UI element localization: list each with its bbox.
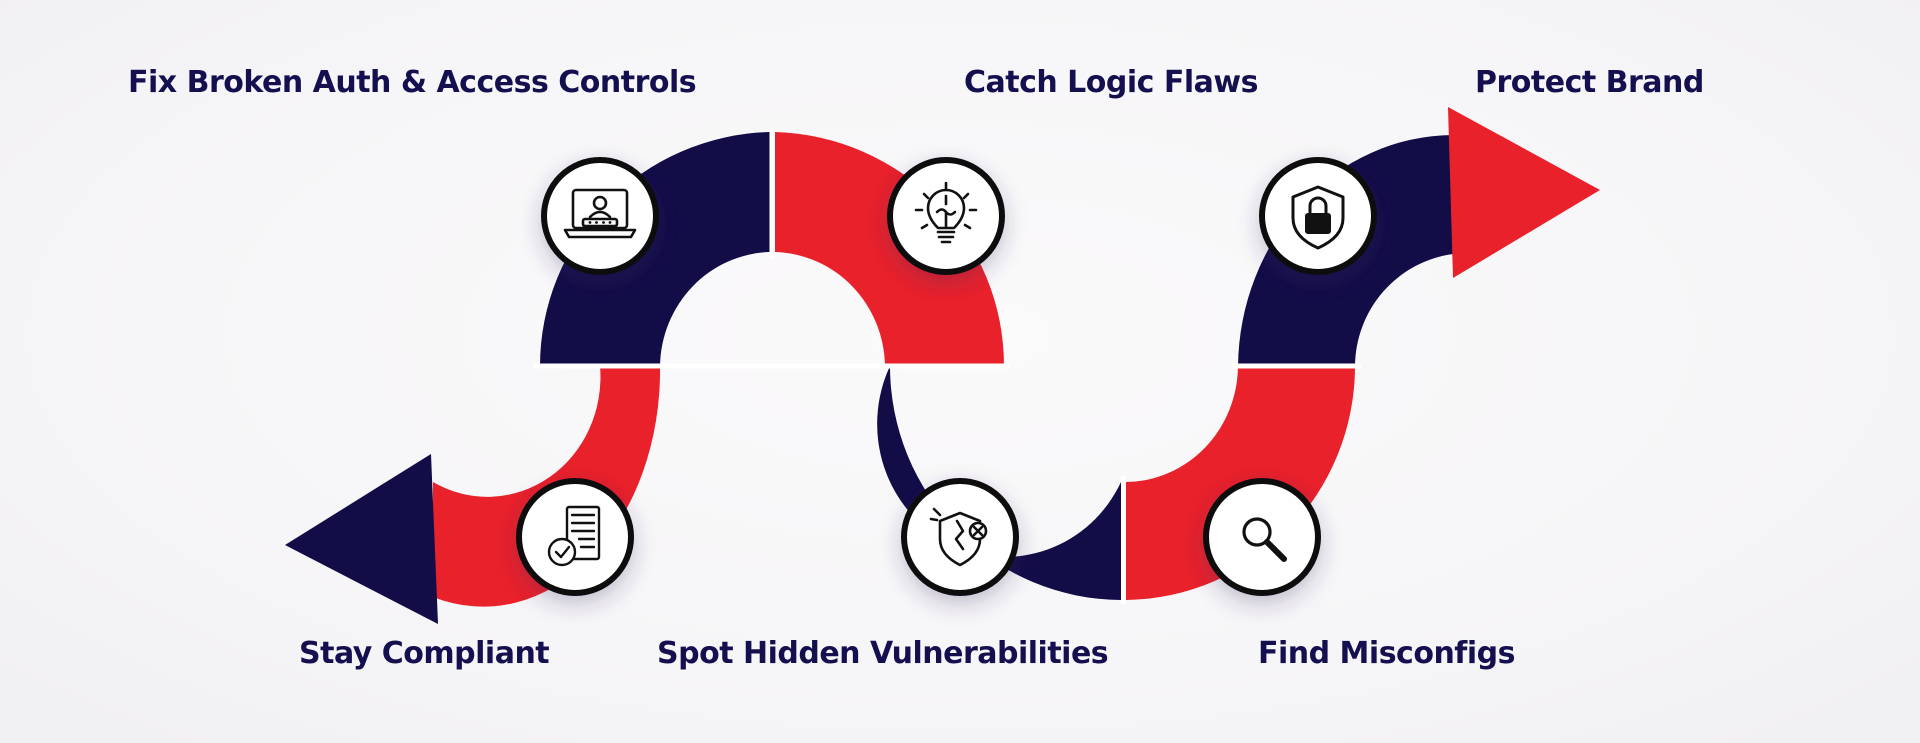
- step-label-fix-broken-auth: Fix Broken Auth & Access Controls: [128, 65, 697, 100]
- segment-separators: [533, 128, 1361, 604]
- broken-shield-icon: [901, 478, 1019, 596]
- shield-lock-icon: [1259, 157, 1377, 275]
- icon-circle: [1203, 478, 1321, 596]
- magnifier-icon: [1203, 478, 1321, 596]
- icon-circle: [541, 157, 659, 275]
- icon-circle: [516, 478, 634, 596]
- band-segment-4: [877, 366, 1121, 600]
- step-label-protect-brand: Protect Brand: [1475, 65, 1704, 100]
- laptop-login-icon: [541, 157, 659, 275]
- step-label-spot-hidden-vulnerabilities: Spot Hidden Vulnerabilities: [657, 636, 1109, 671]
- band-segment-3: [775, 132, 1005, 366]
- compliance-checklist-icon: [516, 478, 634, 596]
- lightbulb-puzzle-icon: [887, 157, 1005, 275]
- step-label-stay-compliant: Stay Compliant: [299, 636, 550, 671]
- icon-circle: [901, 478, 1019, 596]
- step-label-find-misconfigs: Find Misconfigs: [1258, 636, 1515, 671]
- arrowhead-left: [285, 454, 438, 624]
- arrowhead-right: [1448, 107, 1600, 278]
- band-segment-2: [539, 132, 770, 366]
- step-label-catch-logic-flaws: Catch Logic Flaws: [964, 65, 1259, 100]
